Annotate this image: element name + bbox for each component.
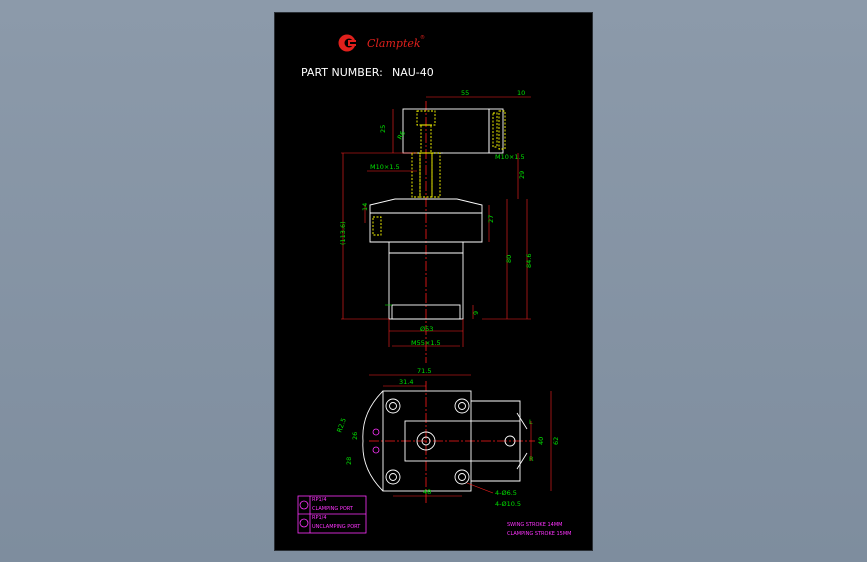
dim-arm-length: 55 bbox=[461, 89, 469, 97]
legend-code-2: RP1/4 bbox=[312, 515, 327, 521]
dim-thread-side: M10×1.5 bbox=[495, 153, 525, 161]
dim-holes-b: 4-Ø10.5 bbox=[495, 500, 521, 508]
dim-width: 71.5 bbox=[417, 367, 431, 375]
arm-tip bbox=[488, 108, 504, 154]
dim-thread-top: M10×1.5 bbox=[370, 163, 400, 171]
drawing-sheet: Clamptek ® PART NUMBER: NAU-40 bbox=[275, 13, 592, 550]
dim-flange-r: R2.5 bbox=[335, 417, 348, 434]
port-legend: RP1/4 CLAMPING PORT RP1/4 UNCLAMPING POR… bbox=[297, 495, 367, 534]
dim-v1: 26 bbox=[351, 432, 359, 440]
brand-name: Clamptek bbox=[367, 37, 421, 50]
dim-total-height: 84.6 bbox=[525, 254, 533, 268]
dim-v2: 28 bbox=[345, 457, 353, 465]
part-number-label: PART NUMBER: bbox=[301, 66, 383, 79]
dim-overall: (113.6) bbox=[339, 221, 347, 245]
legend-label-1: CLAMPING PORT bbox=[312, 506, 354, 512]
note-swing: SWING STROKE 14MM bbox=[507, 522, 562, 528]
center-bolt bbox=[416, 431, 436, 451]
technical-drawing: Clamptek ® PART NUMBER: NAU-40 bbox=[297, 34, 571, 537]
dim-hole-spacing: 48 bbox=[423, 488, 431, 496]
body-flange-top bbox=[382, 390, 472, 492]
base-thread bbox=[391, 304, 461, 320]
clamp-port bbox=[372, 428, 380, 436]
dim-diameter: Ø53 bbox=[420, 325, 433, 333]
top-view: L R 71.5 31.4 R2.5 26 28 40 62 48 4-Ø6.5… bbox=[335, 367, 560, 508]
brand-reg: ® bbox=[420, 34, 425, 41]
dim-thread-base: M55×1.5 bbox=[411, 339, 441, 347]
dim-body-height: 80 bbox=[505, 255, 513, 263]
side-view: 55 10 25 R6 M10×1.5 M10×1.5 29 (113.6) 1… bbox=[339, 89, 533, 363]
dim-arm-height: 25 bbox=[379, 125, 387, 133]
rot-right: R bbox=[529, 455, 534, 463]
legend-code-1: RP1/4 bbox=[312, 497, 327, 503]
dim-base-step: 9 bbox=[472, 311, 480, 315]
note-clamp: CLAMPING STROKE 15MM bbox=[507, 531, 571, 537]
clamptek-logo: Clamptek ® bbox=[338, 34, 425, 52]
dim-center-offset: 31.4 bbox=[399, 378, 413, 386]
dim-body-upper: 27 bbox=[487, 215, 495, 223]
dim-screw-radius: R6 bbox=[396, 130, 407, 141]
body-head bbox=[369, 198, 483, 243]
part-number-value: NAU-40 bbox=[392, 66, 434, 79]
unclamp-port bbox=[372, 446, 380, 454]
dim-height-outer: 62 bbox=[552, 437, 560, 445]
dim-offset: 29 bbox=[518, 171, 526, 179]
legend-label-2: UNCLAMPING PORT bbox=[312, 524, 361, 530]
mounting-holes bbox=[385, 398, 470, 485]
dim-holes-a: 4-Ø6.5 bbox=[495, 489, 517, 497]
dim-flange: 14 bbox=[361, 203, 369, 211]
clamp-arm bbox=[402, 108, 490, 154]
dim-arm-end: 10 bbox=[517, 89, 525, 97]
dim-height-inner: 40 bbox=[537, 437, 545, 445]
